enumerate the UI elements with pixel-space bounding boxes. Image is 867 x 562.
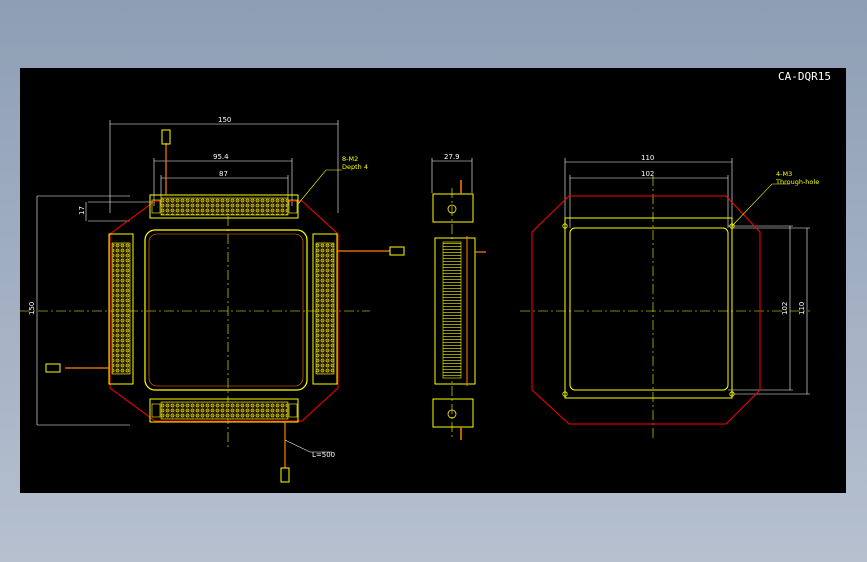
note-cable-length: L=500 xyxy=(312,451,335,459)
dim-inner-width: 87 xyxy=(219,170,228,178)
side-view: 27.9 xyxy=(431,153,486,440)
dim-outer-width: 110 xyxy=(641,154,654,162)
note-depth: Depth 4 xyxy=(342,163,368,171)
note-screws-top: 4-M3 xyxy=(776,170,792,178)
dim-inner-width-right: 102 xyxy=(641,170,654,178)
note-screws-front: 8-M2 xyxy=(342,155,358,163)
dim-outer-height: 110 xyxy=(798,302,806,315)
dim-offset: 17 xyxy=(78,206,86,215)
dim-height: 150 xyxy=(28,302,36,315)
dim-mid-width: 95.4 xyxy=(213,153,229,161)
dim-overall-width: 150 xyxy=(218,116,231,124)
front-view: 150 95.4 87 150 17 xyxy=(20,116,405,483)
drawing-viewport[interactable]: CA-DQR15 150 95.4 87 150 17 xyxy=(20,68,846,493)
note-through-hole: Through-hole xyxy=(775,178,819,186)
right-view: 110 102 102 110 4-M3 Through-hole xyxy=(520,154,819,438)
dim-inner-height: 102 xyxy=(781,302,789,315)
cad-drawing: CA-DQR15 150 95.4 87 150 17 xyxy=(20,70,831,483)
dim-thickness: 27.9 xyxy=(444,153,460,161)
drawing-title: CA-DQR15 xyxy=(778,70,831,83)
